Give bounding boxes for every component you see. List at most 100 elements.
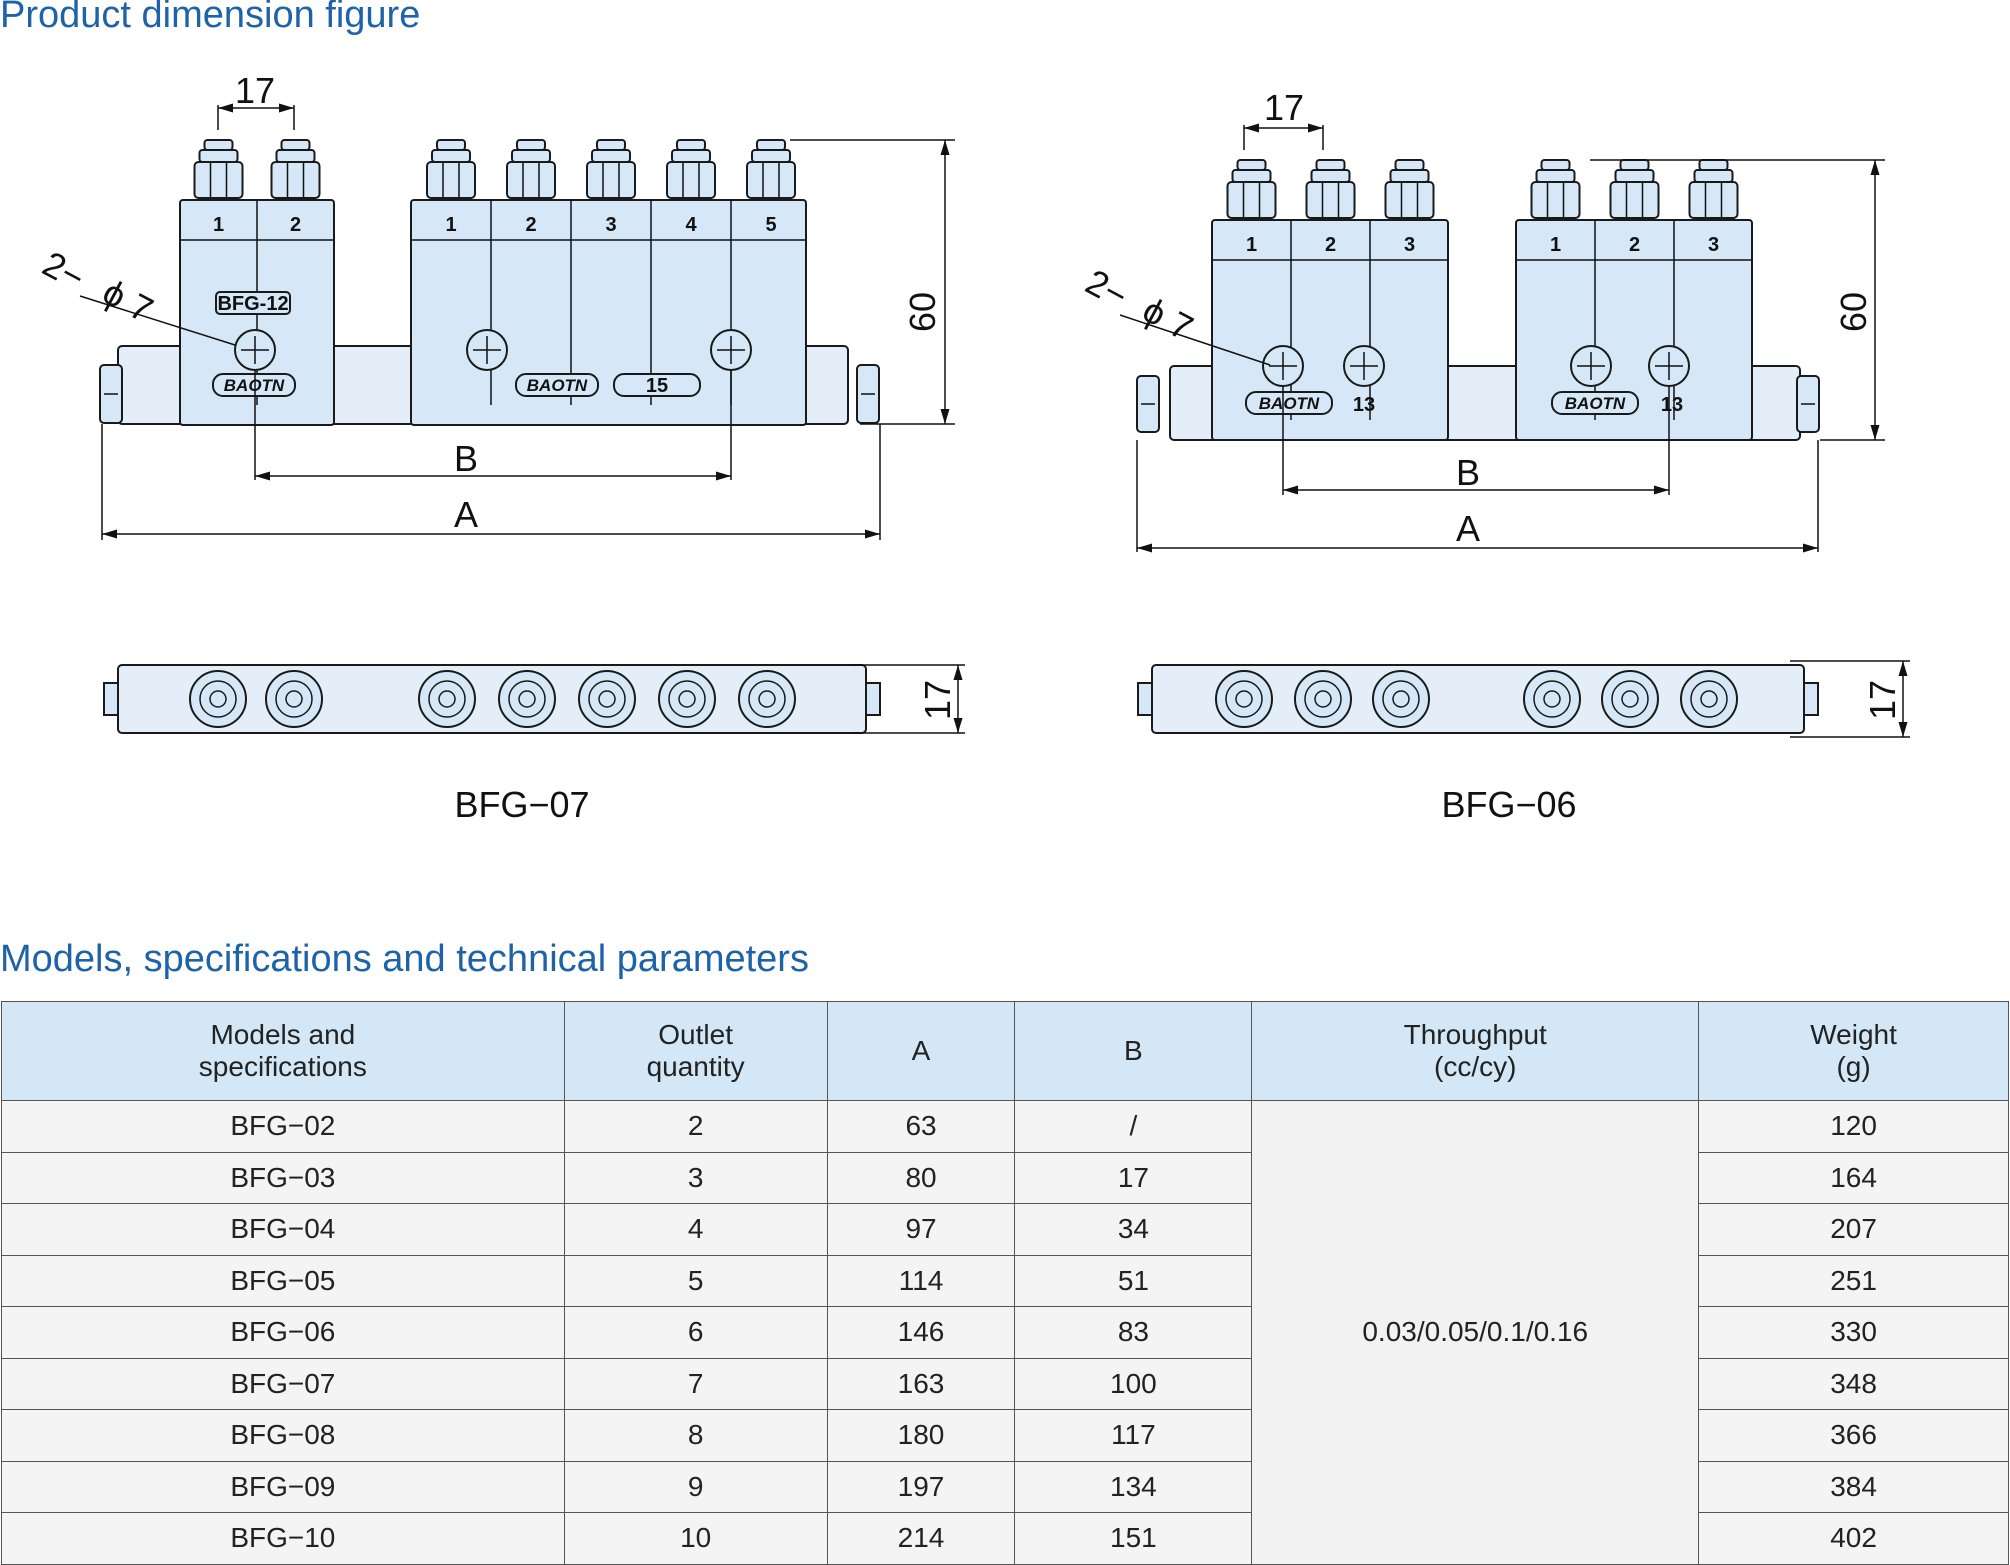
port-core (438, 690, 456, 708)
fitting-collar (671, 149, 711, 163)
fitting-collar (198, 149, 239, 163)
fitting-cap (203, 139, 234, 151)
cell-outlets: 3 (563, 1151, 828, 1204)
header-weight: Weight(g) (1698, 1001, 2009, 1101)
port-core (758, 690, 776, 708)
block-number: 13 (1353, 394, 1375, 416)
number-plate (613, 373, 701, 397)
cell-model: BFG−09 (1, 1460, 565, 1513)
port-core (209, 690, 227, 708)
cell-b: 100 (1014, 1357, 1253, 1410)
cell-a: 214 (826, 1512, 1016, 1565)
brand-logo: BAOTN (1565, 394, 1626, 413)
table-row: BFG−10 10 214 151 402 (1, 1512, 2009, 1565)
port-core (1700, 690, 1718, 708)
cell-b: 34 (1014, 1203, 1253, 1256)
table-row: BFG−02 2 63 / 0.03/0.05/0.1/0.16 120 (1, 1100, 2009, 1565)
cell-b: 151 (1014, 1512, 1253, 1565)
cell-outlets: 5 (563, 1254, 828, 1307)
outlet-number: 1 (1246, 234, 1257, 256)
fitting-collar (1535, 169, 1576, 183)
port-inner (1533, 680, 1571, 718)
port-core (285, 690, 303, 708)
left-depth-dim: 17 (917, 680, 958, 720)
end-plug (1137, 682, 1153, 716)
fitting-hex (1688, 181, 1739, 219)
outlet-number: 2 (1325, 234, 1336, 256)
port-inner (1690, 680, 1728, 718)
right-height-dim: 60 (1833, 292, 1874, 332)
port-core (598, 690, 616, 708)
header-throughput: Throughput(cc/cy) (1251, 1001, 1700, 1101)
port-inner (275, 680, 313, 718)
port-inner (1225, 680, 1263, 718)
model-tag (215, 291, 291, 315)
hole-leader (79, 295, 236, 346)
distributor-block (1515, 219, 1753, 441)
section-title-dimension-figure: Product dimension figure (0, 0, 421, 36)
fitting-hex (666, 161, 716, 199)
brand-logo: BAOTN (1259, 394, 1320, 413)
fitting-cap (676, 139, 706, 151)
cell-weight: 366 (1698, 1409, 2009, 1462)
outlet-number: 3 (605, 214, 616, 236)
fitting-collar (591, 149, 631, 163)
fitting-cap (1315, 159, 1346, 171)
end-plug (103, 682, 119, 716)
fitting-collar (431, 149, 471, 163)
port-outer (498, 670, 556, 728)
fitting-hex (270, 161, 321, 199)
outlet-number: 2 (290, 214, 301, 236)
port-inner (748, 680, 786, 718)
table-row: BFG−07 7 163 100 348 (1, 1357, 2009, 1410)
cell-a: 97 (826, 1203, 1016, 1256)
cell-outlets: 7 (563, 1357, 828, 1410)
port-outer (1215, 670, 1273, 728)
model-tag-text: BFG-12 (217, 293, 288, 315)
left-dim-b: B (454, 438, 478, 479)
port-inner (428, 680, 466, 718)
port-core (1314, 690, 1332, 708)
left-height-dim: 60 (902, 292, 943, 332)
right-hole-note-count: 2− (1079, 261, 1134, 316)
outlet-number: 3 (1708, 234, 1719, 256)
right-hole-note-dia: ϕ 7 (1136, 289, 1200, 349)
port-inner (508, 680, 546, 718)
cell-weight: 120 (1698, 1100, 2009, 1153)
left-pitch-dim: 17 (235, 70, 275, 111)
outlet-number: 5 (765, 214, 776, 236)
cell-outlets: 9 (563, 1460, 828, 1513)
cell-weight: 164 (1698, 1151, 2009, 1204)
cell-model: BFG−05 (1, 1254, 565, 1307)
cell-weight: 251 (1698, 1254, 2009, 1307)
port-core (518, 690, 536, 708)
fitting-cap (1698, 159, 1729, 171)
cell-b: 117 (1014, 1409, 1253, 1462)
cell-outlets: 8 (563, 1409, 828, 1462)
table-row: BFG−09 9 197 134 384 (1, 1460, 2009, 1513)
right-depth-dim: 17 (1862, 680, 1903, 720)
header-b: B (1014, 1001, 1253, 1101)
brand-plate (515, 373, 599, 397)
port-outer (738, 670, 796, 728)
fitting-collar (1231, 169, 1272, 183)
fitting-hex (1530, 181, 1581, 219)
table-row: BFG−04 4 97 34 207 (1, 1203, 2009, 1256)
port-core (1235, 690, 1253, 708)
port-outer (1601, 670, 1659, 728)
port-outer (1372, 670, 1430, 728)
table-row: BFG−05 5 114 51 251 (1, 1254, 2009, 1307)
outlet-number: 1 (213, 214, 224, 236)
fitting-hex (1384, 181, 1435, 219)
fitting-collar (751, 149, 791, 163)
cell-weight: 330 (1698, 1306, 2009, 1359)
port-inner (1382, 680, 1420, 718)
cell-model: BFG−07 (1, 1357, 565, 1410)
port-inner (1611, 680, 1649, 718)
cell-a: 63 (826, 1100, 1016, 1153)
fitting-cap (1394, 159, 1425, 171)
right-figure-caption: BFG−06 (1441, 784, 1576, 825)
port-core (1621, 690, 1639, 708)
